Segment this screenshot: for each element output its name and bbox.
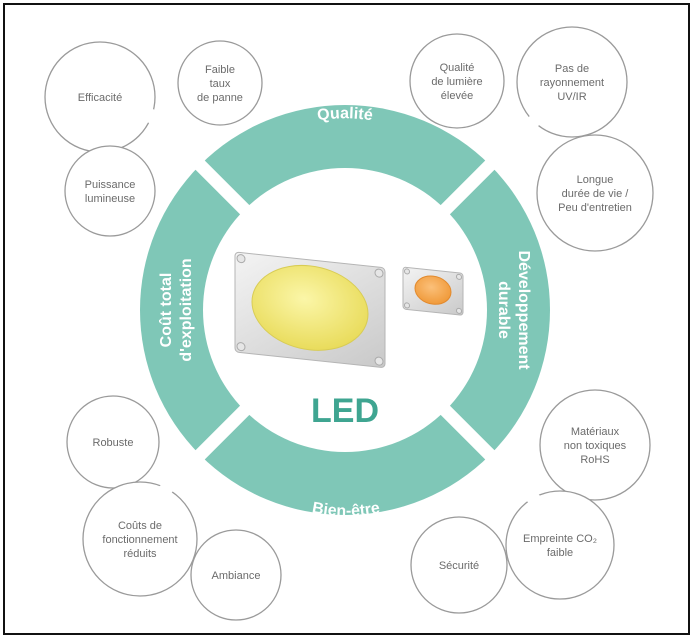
bubble-label-line: UV/IR bbox=[557, 91, 586, 103]
bubble-circle bbox=[82, 481, 198, 597]
bubble-label-line: durée de vie / bbox=[562, 188, 630, 200]
bubble-circle bbox=[505, 490, 615, 600]
bubble-circle bbox=[410, 516, 508, 614]
segment-label-right-2: durable bbox=[495, 281, 512, 339]
bubble-puissance-lumineuse: Puissance lumineuse bbox=[64, 145, 156, 237]
bubble-label-line: taux bbox=[210, 78, 231, 90]
bubble-label-line: de lumière bbox=[431, 76, 482, 88]
bubble-label-line: réduits bbox=[123, 548, 157, 560]
bubble-circle bbox=[536, 134, 654, 252]
bubble-robuste: Robuste bbox=[66, 395, 160, 489]
bubble-label-line: Peu d'entretien bbox=[558, 202, 632, 214]
bubble-circle bbox=[539, 389, 651, 501]
bubble-circle bbox=[64, 145, 156, 237]
led-chip-icons bbox=[234, 251, 464, 368]
bubble-circle bbox=[66, 395, 160, 489]
bubble-label-line: Ambiance bbox=[212, 570, 261, 582]
bubble-label-line: RoHS bbox=[580, 454, 609, 466]
bubble-couts-de-fonctionnement: Coûts de fonctionnement réduits bbox=[82, 481, 198, 597]
bubble-circle bbox=[516, 26, 628, 138]
center-label: LED bbox=[311, 392, 379, 430]
bubble-label-line: Pas de bbox=[555, 63, 589, 75]
bubble-qualite-de-lumiere: Qualité de lumière élevée bbox=[409, 33, 505, 129]
bubble-label-line: Sécurité bbox=[439, 560, 479, 572]
bubble-label-line: fonctionnement bbox=[102, 534, 177, 546]
bubble-empreinte-co2: Empreinte CO₂ faible bbox=[505, 490, 615, 600]
bubble-label-line: élevée bbox=[441, 90, 473, 102]
segment-labels: Qualité Bien-être Coût total d'exploitat… bbox=[158, 105, 532, 520]
segment-label-left-2: d'exploitation bbox=[178, 258, 195, 361]
segment-label-top: Qualité bbox=[316, 105, 374, 124]
bubble-label-line: Longue bbox=[577, 174, 614, 186]
bubble-circle bbox=[177, 40, 263, 126]
bubble-faible-taux-de-panne: Faible taux de panne bbox=[177, 40, 263, 126]
bubble-label-line: Matériaux bbox=[571, 426, 620, 438]
bubble-label-line: rayonnement bbox=[540, 77, 604, 89]
segment-label-left-1: Coût total bbox=[158, 273, 175, 348]
small-led-chip-icon bbox=[402, 266, 464, 316]
bubble-label-line: Coûts de bbox=[118, 520, 162, 532]
bubble-label-line: faible bbox=[547, 547, 573, 559]
bubble-label-line: Puissance bbox=[85, 179, 136, 191]
segment-label-bottom: Bien-être bbox=[311, 500, 381, 520]
bubble-label-line: Empreinte CO₂ bbox=[523, 533, 597, 545]
bubble-label-line: lumineuse bbox=[85, 193, 135, 205]
bubble-efficacite: Efficacité bbox=[44, 41, 156, 153]
bubble-label-line: Qualité bbox=[440, 62, 475, 74]
bubble-label-line: Faible bbox=[205, 64, 235, 76]
bubble-label-line: Robuste bbox=[93, 437, 134, 449]
bubble-circle bbox=[190, 529, 282, 621]
bubble-label-line: Efficacité bbox=[78, 92, 122, 104]
bubble-label-line: non toxiques bbox=[564, 440, 627, 452]
bubble-circle bbox=[409, 33, 505, 129]
bubble-ambiance: Ambiance bbox=[190, 529, 282, 621]
large-led-chip-icon bbox=[234, 251, 386, 368]
bubble-longue-duree-de-vie: Longue durée de vie / Peu d'entretien bbox=[536, 134, 654, 252]
segment-label-right-1: Développement bbox=[515, 250, 532, 370]
bubble-label-line: de panne bbox=[197, 92, 243, 104]
bubble-securite: Sécurité bbox=[410, 516, 508, 614]
